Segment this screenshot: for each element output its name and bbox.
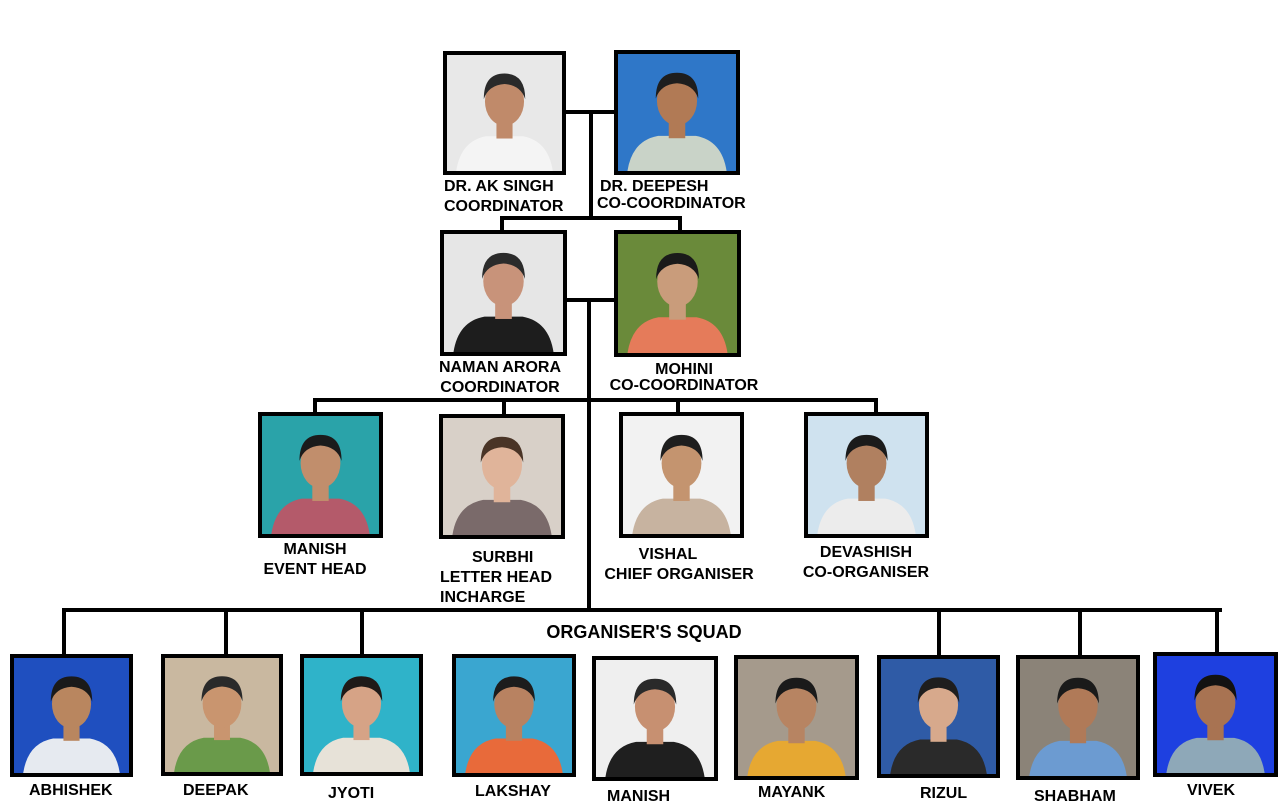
member-photo-devashish bbox=[804, 412, 929, 538]
member-photo-naman-arora bbox=[440, 230, 567, 356]
squad-name-mayank: MAYANK bbox=[758, 784, 826, 801]
portrait-image bbox=[1020, 659, 1136, 776]
member-name: NAMAN ARORA bbox=[438, 359, 562, 376]
member-label-surbhi: SURBHI LETTER HEAD INCHARGE bbox=[440, 548, 552, 608]
portrait-image bbox=[881, 659, 996, 774]
member-name: MANISH bbox=[283, 541, 347, 558]
portrait-image bbox=[262, 416, 379, 534]
squad-photo-manish bbox=[592, 656, 718, 781]
member-photo-mohini bbox=[614, 230, 741, 357]
squad-name-jyoti: JYOTI bbox=[328, 785, 375, 802]
squad-photo-abhishek bbox=[10, 654, 133, 777]
squad-photo-mayank bbox=[734, 655, 859, 780]
member-role: CO-COORDINATOR bbox=[609, 377, 759, 394]
portrait-image bbox=[304, 658, 419, 772]
member-label-naman-arora: NAMAN ARORA COORDINATOR bbox=[430, 358, 570, 398]
portrait-image bbox=[808, 416, 925, 534]
portrait-image bbox=[618, 54, 736, 171]
portrait-image bbox=[14, 658, 129, 773]
member-name: DEVASHISH bbox=[819, 544, 913, 561]
portrait-image bbox=[447, 55, 562, 171]
member-label-mohini: MOHINI CO-COORDINATOR bbox=[598, 360, 770, 396]
member-name: MOHINI bbox=[655, 361, 713, 378]
squad-name-rizul: RIZUL bbox=[920, 785, 968, 802]
squad-name-manish: MANISH bbox=[607, 788, 671, 805]
portrait-image bbox=[444, 234, 563, 352]
member-label-vishal: VISHAL CHIEF ORGANISER bbox=[600, 545, 758, 585]
squad-photo-shabham bbox=[1016, 655, 1140, 780]
portrait-image bbox=[618, 234, 737, 353]
member-name: SURBHI bbox=[472, 549, 534, 566]
portrait-image bbox=[1157, 656, 1274, 773]
portrait-image bbox=[165, 658, 279, 772]
member-role-2: INCHARGE bbox=[440, 589, 526, 606]
portrait-image bbox=[456, 658, 572, 773]
member-label-deepesh: DR. DEEPESH CO-COORDINATOR bbox=[597, 177, 746, 214]
squad-name-vivek: VIVEK bbox=[1187, 782, 1236, 799]
member-label-ak-singh: DR. AK SINGH COORDINATOR bbox=[444, 177, 563, 217]
squad-photo-lakshay bbox=[452, 654, 576, 777]
portrait-image bbox=[443, 418, 561, 535]
squad-photo-vivek bbox=[1153, 652, 1278, 777]
squad-name-abhishek: ABHISHEK bbox=[29, 782, 113, 799]
member-photo-manish-event-head bbox=[258, 412, 383, 538]
member-role: EVENT HEAD bbox=[263, 561, 367, 578]
squad-photo-jyoti bbox=[300, 654, 423, 776]
member-name: VISHAL bbox=[638, 546, 698, 563]
member-role: LETTER HEAD bbox=[440, 569, 552, 586]
squad-name-lakshay: LAKSHAY bbox=[475, 783, 551, 800]
portrait-image bbox=[623, 416, 740, 534]
connector-lines bbox=[62, 110, 1222, 655]
squad-name-shabham: SHABHAM bbox=[1034, 788, 1116, 805]
member-role: CO-COORDINATOR bbox=[597, 195, 746, 212]
member-photo-vishal bbox=[619, 412, 744, 538]
member-photo-deepesh bbox=[614, 50, 740, 175]
squad-photo-rizul bbox=[877, 655, 1000, 778]
portrait-image bbox=[596, 660, 714, 777]
squad-name-deepak: DEEPAK bbox=[183, 782, 249, 799]
member-name: DR. AK SINGH bbox=[444, 178, 554, 195]
member-label-manish-event-head: MANISH EVENT HEAD bbox=[250, 540, 380, 580]
member-role: CO-ORGANISER bbox=[802, 564, 930, 581]
portrait-image bbox=[738, 659, 855, 776]
member-label-devashish: DEVASHISH CO-ORGANISER bbox=[800, 543, 932, 583]
member-photo-ak-singh bbox=[443, 51, 566, 175]
member-photo-surbhi bbox=[439, 414, 565, 539]
member-role: COORDINATOR bbox=[444, 198, 564, 215]
squad-photo-deepak bbox=[161, 654, 283, 776]
member-name: DR. DEEPESH bbox=[600, 178, 709, 195]
member-role: COORDINATOR bbox=[440, 379, 560, 396]
member-role: CHIEF ORGANISER bbox=[604, 566, 754, 583]
squad-title: ORGANISER'S SQUAD bbox=[546, 622, 742, 642]
